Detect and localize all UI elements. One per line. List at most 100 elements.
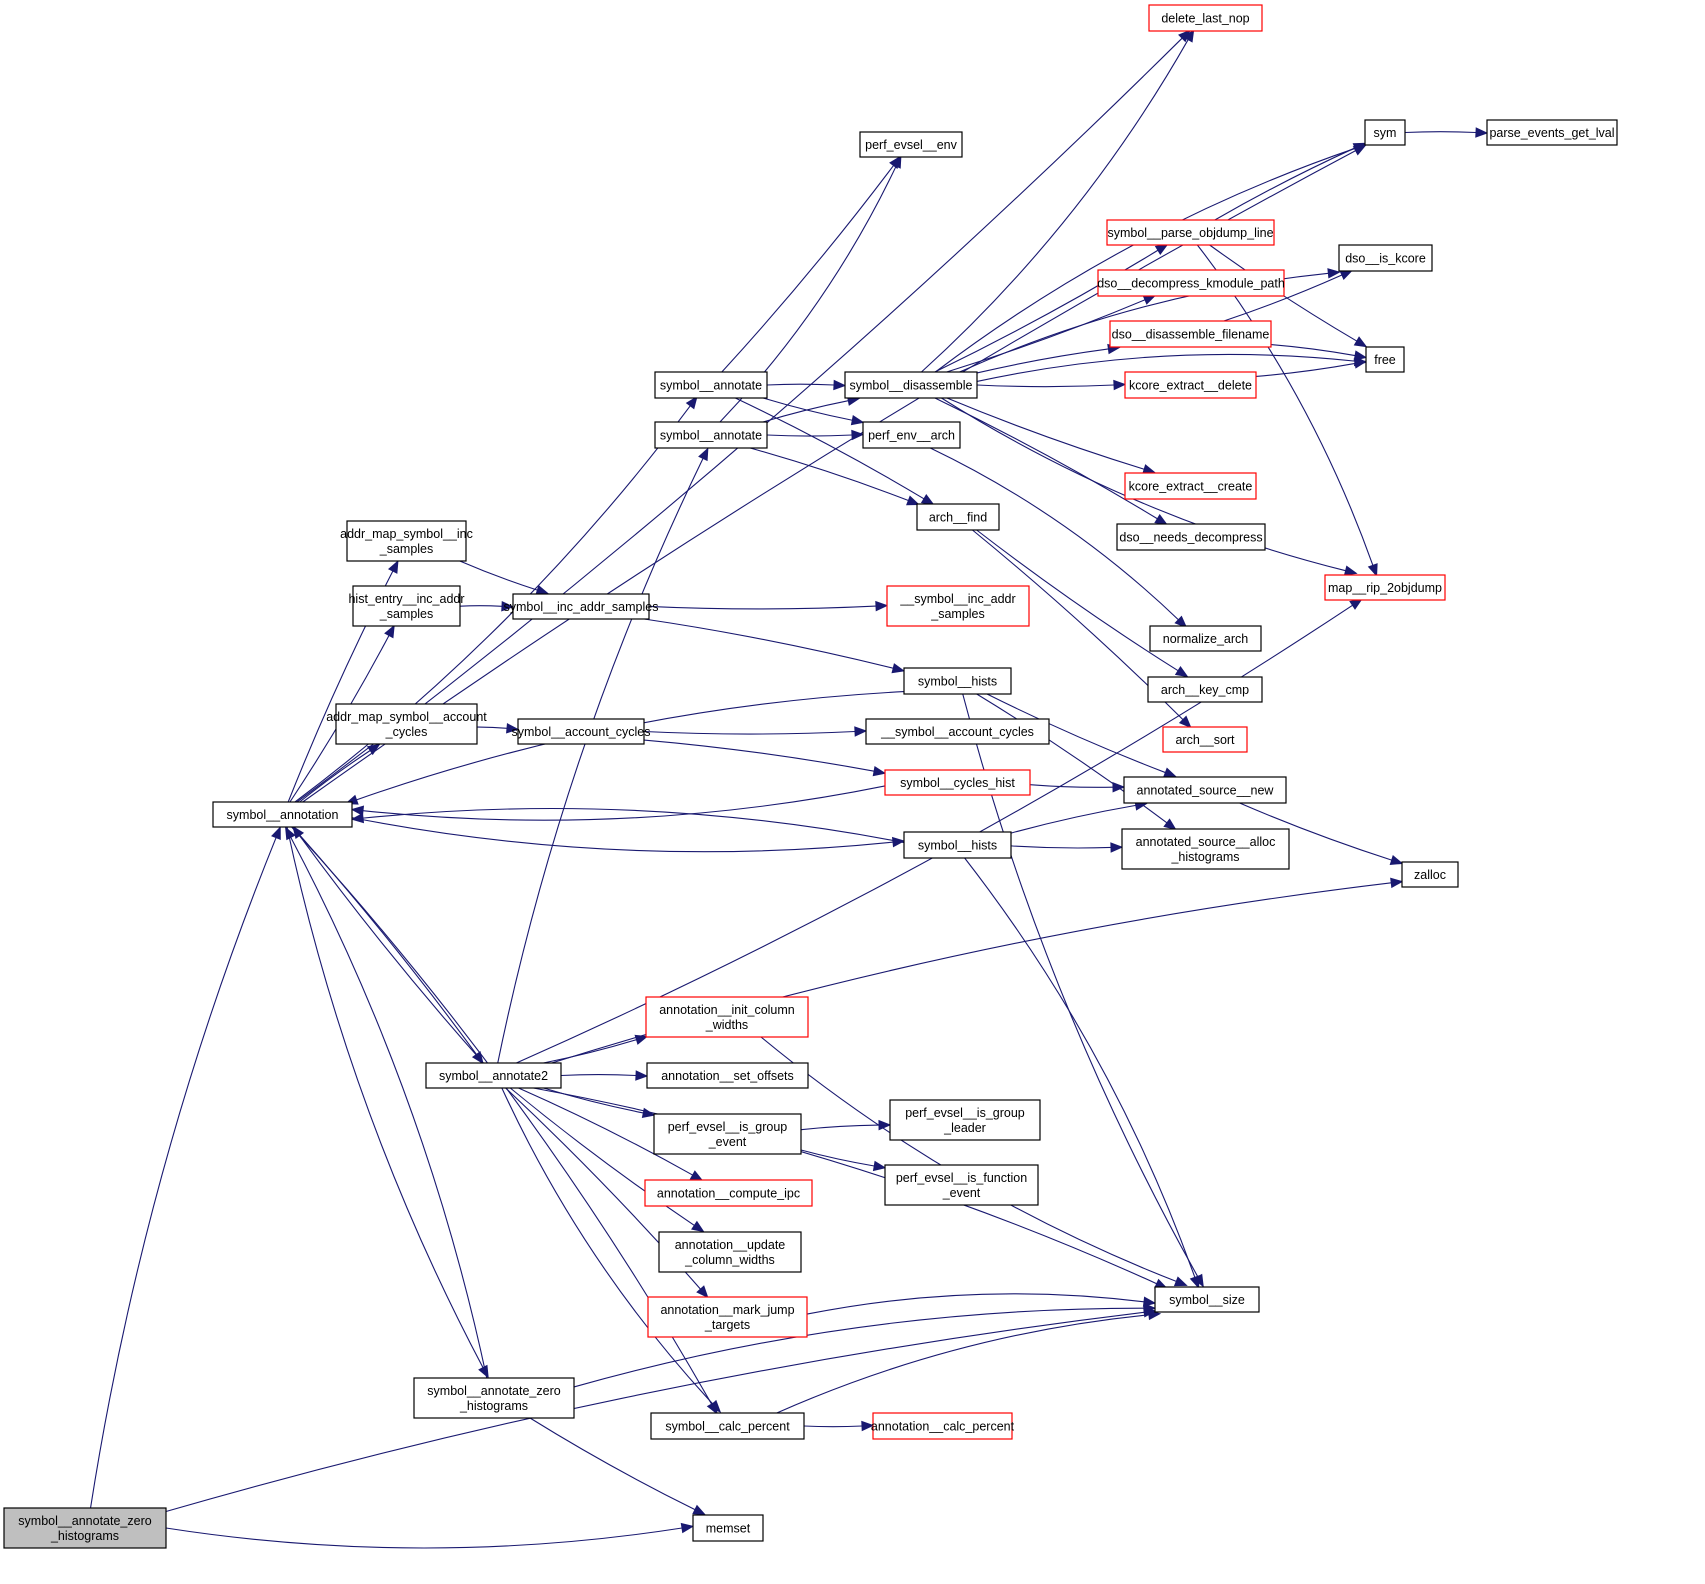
node-arch-find[interactable]: arch__find (916, 503, 1000, 531)
node-box (1097, 269, 1285, 297)
node-perf-evsel-is-function-event[interactable]: perf_evsel__is_function_event (884, 1164, 1039, 1206)
node-symbol-hists-b[interactable]: symbol__hists (903, 831, 1012, 859)
edge-line (644, 618, 894, 669)
node-label: symbol__annotate2 (439, 1069, 548, 1083)
node-annotation-compute-ipc[interactable]: annotation__compute_ipc (644, 1179, 813, 1207)
node-box (654, 371, 768, 399)
arrowhead-icon (1163, 818, 1177, 831)
node-annotation-update-column-widths[interactable]: annotation__update_column_widths (658, 1231, 802, 1273)
node-box (644, 1179, 813, 1207)
node-box (903, 667, 1012, 695)
node-symbol-annotate-b[interactable]: symbol__annotate (654, 421, 768, 449)
arrowhead-icon (1327, 268, 1341, 279)
node-arch-key-cmp[interactable]: arch__key_cmp (1147, 676, 1263, 703)
edge-line (165, 1527, 683, 1549)
node-box (645, 996, 809, 1038)
arrowhead-icon (1349, 598, 1363, 610)
edge-line (760, 1036, 1177, 1282)
edge-symbol__annotate2-to-symbol__calc_percent (501, 1087, 722, 1413)
node-kcore-extract-delete[interactable]: kcore_extract__delete (1124, 371, 1257, 399)
node-annotation-init-column-widths[interactable]: annotation__init_column_widths (645, 996, 809, 1038)
node-dso-decompress-kmodule-path[interactable]: dso__decompress_kmodule_path (1097, 269, 1285, 297)
node-label: _samples (930, 607, 985, 621)
node-box (1124, 371, 1257, 399)
arrowhead-icon (506, 723, 520, 734)
node-symbol-account-cycles[interactable]: symbol__account_cycles (512, 718, 651, 745)
node-symbol-hists-a[interactable]: symbol__hists (903, 667, 1012, 695)
node-annotated-source-new[interactable]: annotated_source__new (1123, 776, 1287, 804)
node-label: symbol__annotation (227, 808, 339, 822)
edge-line (721, 165, 895, 373)
node-map-rip-2objdump[interactable]: map__rip_2objdump (1324, 574, 1446, 601)
node-perf-evsel-env[interactable]: perf_evsel__env (859, 131, 963, 158)
node-addr-map-symbol-inc-samples[interactable]: addr_map_symbol__inc_samples (340, 520, 473, 562)
node-annotated-source-alloc-histograms[interactable]: annotated_source__alloc_histograms (1121, 828, 1290, 870)
node-parse-events-get-lval[interactable]: parse_events_get_lval (1486, 119, 1618, 146)
node-label: _histograms (459, 1399, 528, 1413)
edge-annotation__init_column_widths-to-symbol__size (760, 1036, 1188, 1287)
node-dso-disassemble-filename[interactable]: dso__disassemble_filename (1109, 320, 1272, 348)
edge-symbol__hists_b-to-annotated_source__alloc_histograms (1010, 842, 1124, 853)
node-symbol-parse-objdump-line[interactable]: symbol__parse_objdump_line (1106, 219, 1275, 246)
node-perf-evsel-is-group-event[interactable]: perf_evsel__is_group_event (653, 1113, 802, 1155)
node-label: dso__decompress_kmodule_path (1097, 277, 1285, 291)
node-label: symbol__inc_addr_samples (504, 600, 659, 614)
arrowhead-icon (680, 1522, 695, 1534)
edge-symbol__annotate2-to-symbol__annotate_b (497, 447, 709, 1064)
arrowhead-icon (634, 1034, 649, 1045)
node-symbol-inc-addr-samples[interactable]: symbol__inc_addr_samples (504, 593, 659, 620)
edge-line (165, 1311, 1145, 1513)
node-box (1364, 119, 1406, 146)
node-hist-entry-inc-addr-samples[interactable]: hist_entry__inc_addr_samples (348, 585, 465, 627)
arrowhead-icon (1367, 563, 1378, 577)
node-label: _column_widths (684, 1253, 775, 1267)
node-perf-env-arch[interactable]: perf_env__arch (862, 421, 961, 449)
node-label: perf_evsel__is_group (905, 1106, 1025, 1120)
node-box (352, 585, 461, 627)
node-symbol-size[interactable]: symbol__size (1154, 1286, 1260, 1313)
node-symbol-cycles-hist[interactable]: symbol__cycles_hist (884, 769, 1031, 796)
node-symbol-inc-addr-samples[interactable]: __symbol__inc_addr_samples (886, 585, 1030, 627)
node-zalloc[interactable]: zalloc (1401, 861, 1459, 888)
arrowhead-icon (698, 447, 709, 462)
node-symbol-account-cycles[interactable]: __symbol__account_cycles (865, 718, 1050, 745)
edge-line (543, 1087, 644, 1114)
node-symbol-annotate2[interactable]: symbol__annotate2 (425, 1062, 562, 1089)
node-dso-is-kcore[interactable]: dso__is_kcore (1338, 244, 1433, 272)
node-label: perf_evsel__env (865, 138, 957, 152)
edge-symbol__annotation-to-symbol__annotate_zero_histograms (286, 826, 489, 1379)
node-sym[interactable]: sym (1364, 119, 1406, 146)
node-label: arch__sort (1175, 733, 1235, 747)
node-dso-needs-decompress[interactable]: dso__needs_decompress (1116, 523, 1266, 551)
edge-symbol__annotation-to-delete_last_nop (296, 29, 1191, 803)
node-perf-evsel-is-group-leader[interactable]: perf_evsel__is_group_leader (889, 1099, 1041, 1141)
arrowhead-icon (878, 1119, 892, 1131)
node-kcore-extract-create[interactable]: kcore_extract__create (1124, 472, 1257, 500)
node-symbol-calc-percent[interactable]: symbol__calc_percent (650, 1412, 805, 1440)
node-label: _widths (705, 1018, 748, 1032)
arrowhead-icon (1154, 243, 1169, 256)
arrowhead-icon (501, 601, 515, 612)
node-symbol-disassemble[interactable]: symbol__disassemble (844, 371, 978, 399)
node-box (658, 1231, 802, 1273)
node-box (1401, 861, 1459, 888)
arrowhead-icon (1352, 142, 1367, 153)
node-symbol-annotate-a[interactable]: symbol__annotate (654, 371, 768, 399)
node-annotation-set-offsets[interactable]: annotation__set_offsets (646, 1062, 809, 1089)
arrowhead-icon (1110, 842, 1124, 853)
node-normalize-arch[interactable]: normalize_arch (1149, 625, 1262, 652)
node-memset[interactable]: memset (692, 1514, 764, 1542)
edge-line (294, 405, 691, 803)
node-delete-last-nop[interactable]: delete_last_nop (1148, 4, 1263, 32)
node-annotation-mark-jump-targets[interactable]: annotation__mark_jump_targets (647, 1296, 808, 1338)
node-symbol-annotate-zero-histograms[interactable]: symbol__annotate_zero_histograms (413, 1377, 575, 1419)
edge-line (299, 750, 371, 803)
node-addr-map-symbol-account-cycles[interactable]: addr_map_symbol__account_cycles (326, 703, 487, 745)
edge-symbol__hists_b-to-symbol__size (964, 857, 1200, 1289)
node-annotation-calc-percent[interactable]: annotation__calc_percent (871, 1412, 1015, 1440)
edge-line (750, 447, 909, 502)
node-arch-sort[interactable]: arch__sort (1162, 726, 1248, 753)
node-free[interactable]: free (1365, 346, 1405, 373)
edge-line (1029, 784, 1114, 788)
node-symbol-annotation[interactable]: symbol__annotation (212, 801, 353, 828)
